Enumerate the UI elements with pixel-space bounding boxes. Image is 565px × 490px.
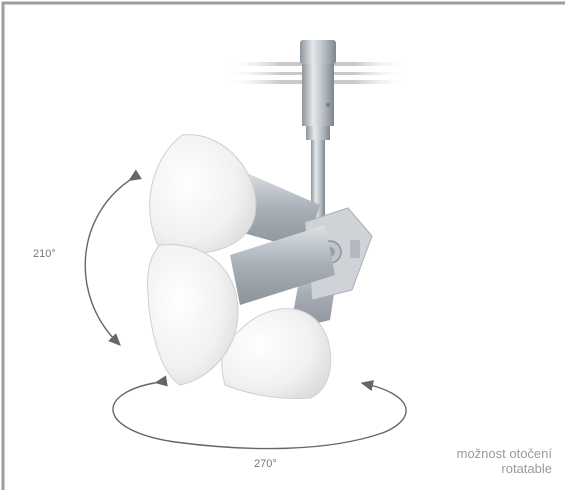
lamp-head-front [147, 225, 335, 386]
curved-double-arrow-icon [84, 169, 142, 346]
horizontal-angle-label: 270° [254, 458, 277, 470]
vertical-angle-label: 210° [33, 248, 56, 260]
rotatable-caption: možnost otočení rotatable [457, 446, 552, 476]
elliptical-rotation-arrow-icon [112, 375, 407, 450]
lamp-stem [311, 140, 325, 222]
track-adapter [300, 40, 336, 140]
caption-english: rotatable [501, 461, 552, 476]
caption-czech: možnost otočení [456, 446, 552, 461]
lamp-head-top [149, 134, 320, 255]
